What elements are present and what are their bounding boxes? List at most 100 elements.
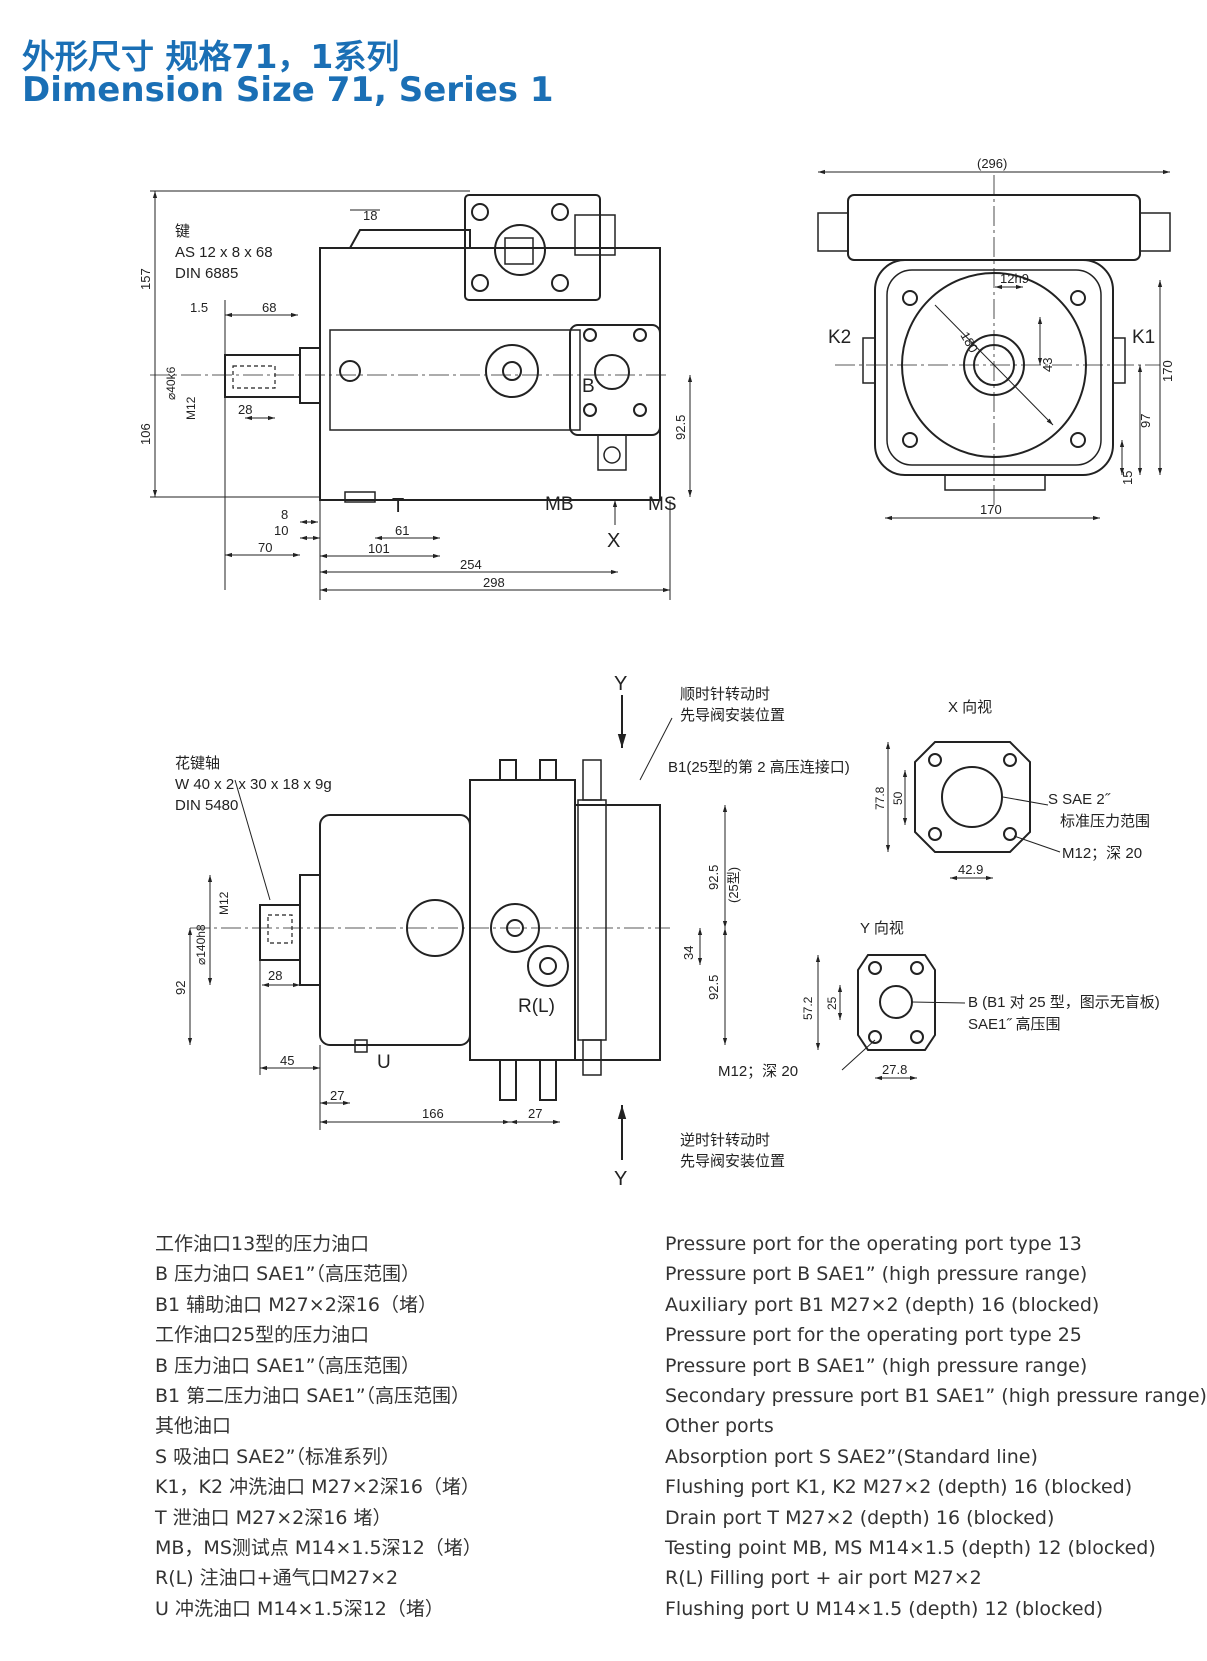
svg-text:34: 34 bbox=[681, 946, 696, 960]
svg-text:⌀140h8: ⌀140h8 bbox=[194, 924, 208, 965]
svg-text:W 40 x 2 x 30 x 18 x 9g: W 40 x 2 x 30 x 18 x 9g bbox=[175, 776, 332, 793]
svg-text:B (B1 对 25 型，图示无盲板): B (B1 对 25 型，图示无盲板) bbox=[968, 993, 1160, 1011]
svg-text:97: 97 bbox=[1138, 414, 1153, 428]
lower-valve-housing bbox=[469, 779, 576, 1061]
legend-en-row: Pressure port B SAE1” (high pressure ran… bbox=[665, 1354, 1088, 1377]
legend-en-row: Absorption port S SAE2”(Standard line) bbox=[665, 1445, 1038, 1468]
legend-cn-row: S 吸油口 SAE2”（标准系列） bbox=[155, 1445, 400, 1468]
legend-cn-row: B 压力油口 SAE1”（高压范围） bbox=[155, 1354, 420, 1377]
y-view-dims bbox=[815, 955, 966, 1081]
svg-text:170: 170 bbox=[1160, 360, 1175, 382]
svg-text:SAE1˝ 高压围: SAE1˝ 高压围 bbox=[968, 1016, 1061, 1033]
svg-text:12h9: 12h9 bbox=[1000, 271, 1029, 286]
svg-text:X: X bbox=[607, 530, 620, 552]
svg-text:28: 28 bbox=[268, 968, 282, 983]
svg-text:27.8: 27.8 bbox=[882, 1062, 907, 1077]
svg-text:254: 254 bbox=[460, 557, 482, 572]
svg-text:B: B bbox=[582, 376, 595, 397]
side-labels: (296) 12h9 180 43 170 97 15 170 K2 K1 bbox=[828, 156, 1175, 517]
svg-text:R(L): R(L) bbox=[518, 996, 555, 1017]
svg-text:28: 28 bbox=[238, 402, 252, 417]
legend-en-row: Secondary pressure port B1 SAE1” (high p… bbox=[665, 1385, 1207, 1408]
svg-text:AS 12 x 8 x 68: AS 12 x 8 x 68 bbox=[175, 244, 273, 261]
legend-en-row: Other ports bbox=[665, 1415, 774, 1438]
svg-text:157: 157 bbox=[138, 268, 153, 290]
svg-text:X 向视: X 向视 bbox=[948, 699, 992, 716]
page-title-cn: 外形尺寸 规格71，1系列 bbox=[22, 37, 400, 76]
legend-en-row: Pressure port for the operating port typ… bbox=[665, 1233, 1082, 1255]
legend-cn-row: U 冲洗油口 M14×1.5深12（堵） bbox=[155, 1597, 444, 1620]
svg-text:MB: MB bbox=[545, 494, 574, 515]
svg-text:180: 180 bbox=[957, 329, 981, 355]
svg-text:先导阀安装位置: 先导阀安装位置 bbox=[680, 707, 785, 724]
svg-text:键: 键 bbox=[175, 223, 190, 240]
svg-text:18: 18 bbox=[363, 208, 377, 223]
svg-text:42.9: 42.9 bbox=[958, 862, 983, 877]
svg-text:92: 92 bbox=[173, 981, 188, 995]
svg-text:DIN 6885: DIN 6885 bbox=[175, 265, 238, 282]
svg-text:15: 15 bbox=[1120, 471, 1135, 485]
y-view-labels: Y 向视 57.2 25 27.8 B (B1 对 25 型，图示无盲板) SA… bbox=[718, 920, 1160, 1080]
legend-en-row: Pressure port for the operating port typ… bbox=[665, 1324, 1082, 1347]
svg-text:Y 向视: Y 向视 bbox=[860, 920, 904, 937]
svg-text:77.8: 77.8 bbox=[873, 786, 887, 810]
lower-end-cover bbox=[574, 804, 661, 1061]
lower-dimension-lines bbox=[187, 695, 728, 1160]
legend-cn-row: 工作油口13型的压力油口 bbox=[155, 1233, 370, 1255]
legend-en-row: Testing point MB, MS M14×1.5 (depth) 12 … bbox=[665, 1537, 1156, 1560]
side-dimension-lines bbox=[818, 169, 1170, 521]
svg-text:106: 106 bbox=[138, 423, 153, 445]
svg-text:顺时针转动时: 顺时针转动时 bbox=[680, 686, 770, 703]
shaft-collar bbox=[299, 347, 321, 404]
svg-text:10: 10 bbox=[274, 523, 288, 538]
svg-text:先导阀安装位置: 先导阀安装位置 bbox=[680, 1153, 785, 1170]
svg-text:S SAE 2˝: S SAE 2˝ bbox=[1048, 791, 1111, 808]
x-view-flange bbox=[914, 741, 1031, 853]
svg-text:101: 101 bbox=[368, 541, 390, 556]
svg-text:MS: MS bbox=[648, 494, 677, 515]
svg-text:Y: Y bbox=[614, 1168, 627, 1190]
svg-text:M12: M12 bbox=[184, 396, 198, 420]
svg-text:U: U bbox=[377, 1052, 391, 1073]
page-title-en: Dimension Size 71, Series 1 bbox=[22, 70, 554, 110]
side-view bbox=[817, 175, 1171, 505]
svg-text:K2: K2 bbox=[828, 327, 851, 348]
x-view-labels: X 向视 77.8 50 42.9 S SAE 2˝ 标准压力范围 M12；深 … bbox=[873, 699, 1150, 877]
legend-cn-row: 工作油口25型的压力油口 bbox=[155, 1324, 370, 1347]
legend-cn-row: K1，K2 冲洗油口 M27×2深16（堵） bbox=[155, 1476, 480, 1499]
svg-text:Y: Y bbox=[614, 673, 627, 695]
svg-text:45: 45 bbox=[280, 1053, 294, 1068]
legend-cn-row: R(L) 注油口+通气口M27×2 bbox=[155, 1567, 399, 1590]
svg-text:花键轴: 花键轴 bbox=[175, 755, 220, 772]
lower-labels: 花键轴 W 40 x 2 x 30 x 18 x 9g DIN 5480 顺时针… bbox=[173, 673, 850, 1190]
lower-pump-body bbox=[319, 814, 471, 1046]
svg-text:M12: M12 bbox=[217, 891, 231, 915]
svg-text:57.2: 57.2 bbox=[801, 996, 815, 1020]
svg-text:70: 70 bbox=[258, 540, 272, 555]
svg-text:27: 27 bbox=[330, 1088, 344, 1103]
svg-text:92.5: 92.5 bbox=[673, 415, 688, 440]
svg-text:8: 8 bbox=[281, 507, 288, 522]
upper-labels: 键 AS 12 x 8 x 68 DIN 6885 18 157 106 1.5… bbox=[138, 208, 688, 590]
svg-text:⌀40k6: ⌀40k6 bbox=[164, 366, 178, 400]
legend-cn-row: B1 第二压力油口 SAE1”（高压范围） bbox=[155, 1385, 471, 1408]
svg-text:61: 61 bbox=[395, 523, 409, 538]
drive-shaft bbox=[224, 354, 301, 398]
upper-main-view bbox=[150, 194, 670, 503]
svg-text:(25型): (25型) bbox=[726, 867, 741, 903]
svg-text:逆时针转动时: 逆时针转动时 bbox=[680, 1132, 770, 1149]
svg-text:43: 43 bbox=[1040, 358, 1055, 372]
svg-text:(296): (296) bbox=[977, 156, 1007, 171]
svg-text:25: 25 bbox=[825, 996, 839, 1010]
legend-en-row: Flushing port K1, K2 M27×2 (depth) 16 (b… bbox=[665, 1476, 1133, 1499]
svg-text:92.5: 92.5 bbox=[706, 865, 721, 890]
lower-main-view bbox=[190, 759, 670, 1101]
legend-en-row: Drain port T M27×2 (depth) 16 (blocked) bbox=[665, 1506, 1055, 1529]
svg-text:B1(25型的第 2 高压连接口): B1(25型的第 2 高压连接口) bbox=[668, 758, 850, 776]
svg-text:T: T bbox=[392, 495, 404, 517]
legend-chinese: 工作油口13型的压力油口 B 压力油口 SAE1”（高压范围） B1 辅助油口 … bbox=[155, 1229, 635, 1624]
legend-en-row: R(L) Filling port + air port M27×2 bbox=[665, 1567, 982, 1590]
svg-text:68: 68 bbox=[262, 300, 276, 315]
svg-text:92.5: 92.5 bbox=[706, 975, 721, 1000]
svg-text:DIN 5480: DIN 5480 bbox=[175, 797, 238, 814]
